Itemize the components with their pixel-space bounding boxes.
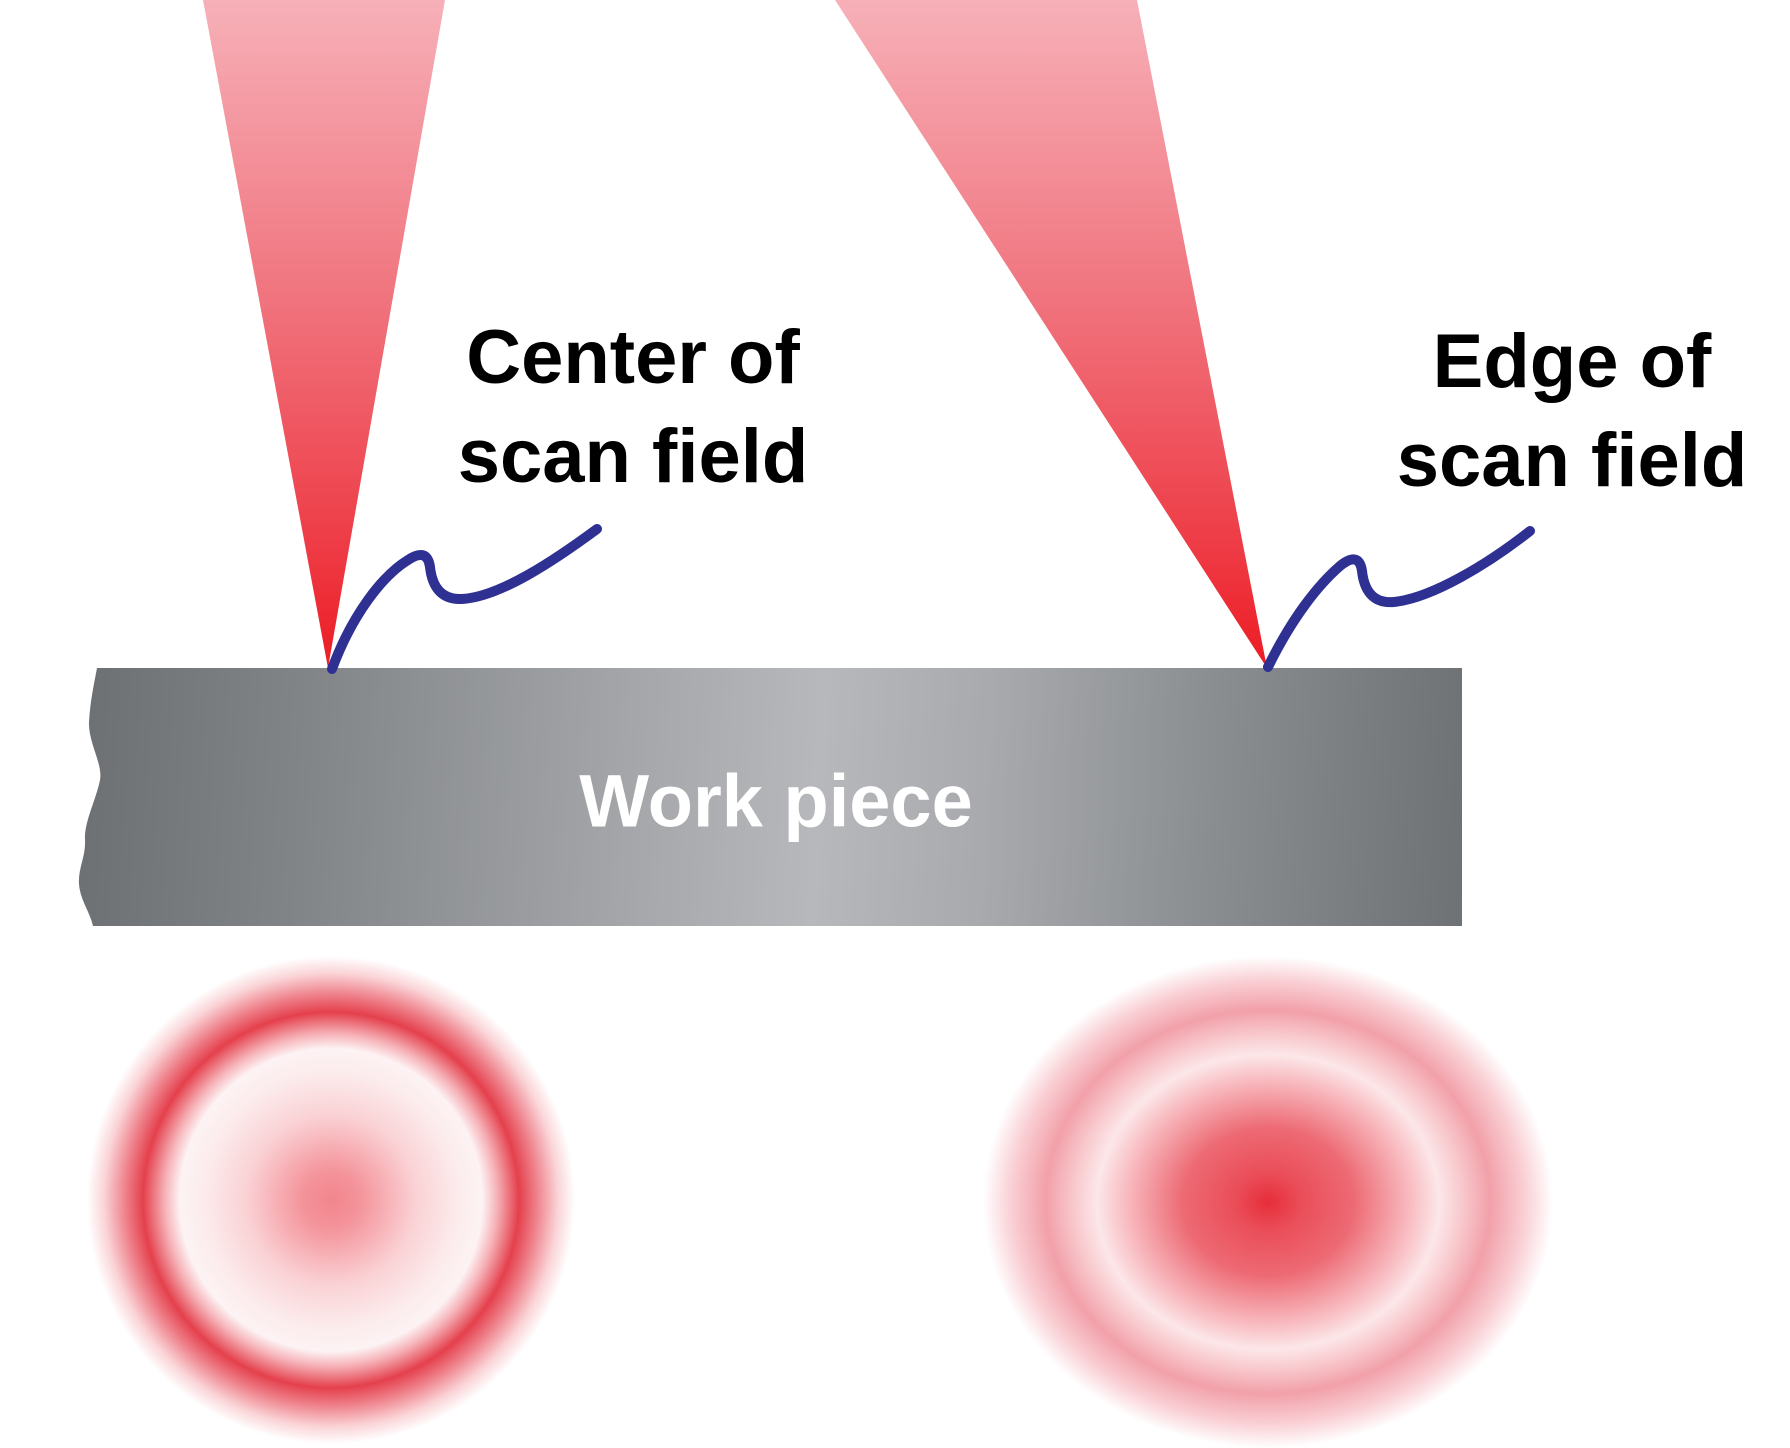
center-of-scan-field-label: Center of scan field — [458, 308, 809, 506]
workpiece-slab — [78, 668, 1462, 926]
edge-of-scan-field-label: Edge of scan field — [1397, 312, 1748, 510]
edge-label-line2: scan field — [1396, 418, 1748, 503]
beam-profile-center-ring — [87, 956, 575, 1444]
beam-profile-edge-filled — [983, 956, 1553, 1448]
edge-label-line1: Edge of — [1432, 319, 1712, 404]
center-label-line2: scan field — [457, 414, 809, 499]
laser-beam-cone-center — [203, 0, 445, 668]
leader-line-center — [327, 524, 602, 674]
laser-beam-cone-edge — [835, 0, 1267, 668]
leader-line-edge — [1263, 526, 1535, 672]
center-label-line1: Center of — [466, 315, 800, 400]
workpiece-label: Work piece — [579, 759, 973, 843]
